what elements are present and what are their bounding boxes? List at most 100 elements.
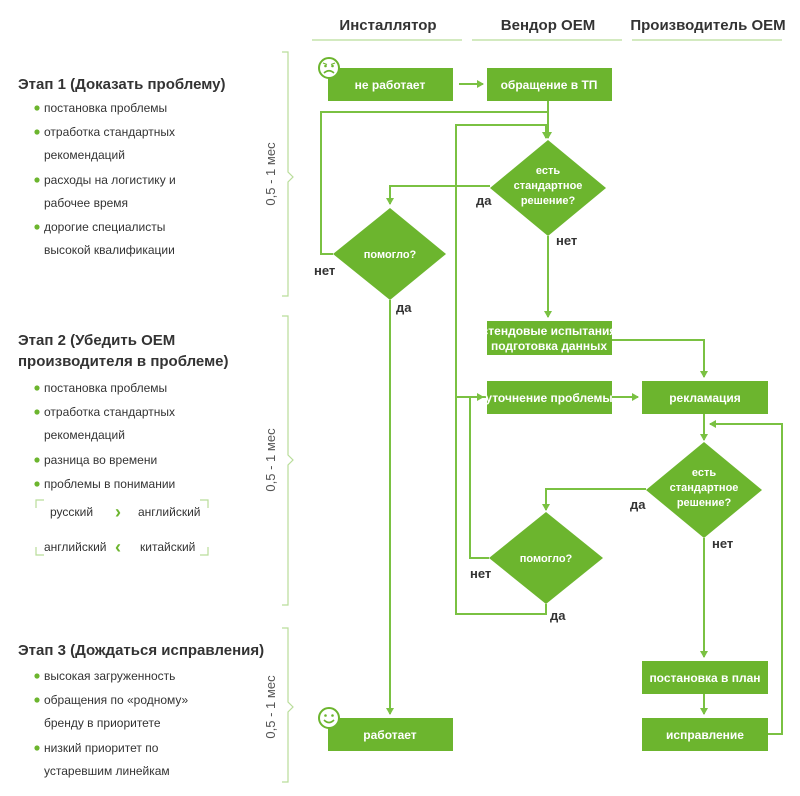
stage-1-bullet-3: расходы на логистику и xyxy=(44,173,176,187)
language-chinese: китайский xyxy=(140,540,195,554)
flow-arrow-bench-to-claim xyxy=(612,339,708,378)
node-working: работает xyxy=(328,718,453,751)
flow-nodes: не работает обращение в ТП есть стандарт… xyxy=(318,57,768,751)
bullet-dot xyxy=(34,177,40,183)
stage-3-duration: 0,5 - 1 мес xyxy=(263,675,278,739)
flow-arrow-std2-yes xyxy=(542,488,646,511)
bullet-dot xyxy=(34,745,40,751)
node-clarify: уточнение проблемы xyxy=(485,381,613,414)
node-not-working-label: не работает xyxy=(355,78,426,92)
stage-3-bracket xyxy=(282,627,294,783)
node-std-solution-1-line3: решение? xyxy=(521,195,576,207)
happy-face-icon xyxy=(318,707,340,729)
bullet-dot xyxy=(34,697,40,703)
node-plan-label: постановка в план xyxy=(649,671,760,685)
node-support-request: обращение в ТП xyxy=(487,68,612,101)
node-std-solution-2: есть стандартное решение? xyxy=(646,442,762,538)
node-bench-test: стендовые испытания подготовка данных xyxy=(482,321,617,355)
label-no-std1: нет xyxy=(556,233,577,248)
stage-2: Этап 2 (Убедить OEM производителя в проб… xyxy=(18,332,229,557)
node-claim: рекламация xyxy=(642,381,768,414)
stage-1-bullet-4: дорогие специалисты xyxy=(44,220,165,234)
stage-3-bullet-3: низкий приоритет по xyxy=(44,741,159,755)
bullet-dot xyxy=(34,673,40,679)
stage-2-bracket xyxy=(282,315,294,606)
stage-brackets: 0,5 - 1 мес 0,5 - 1 мес 0,5 - 1 мес xyxy=(263,51,294,783)
flow-arrow-std1-yes xyxy=(386,185,490,205)
stage-2-bullet-2: отработка стандартных xyxy=(44,405,175,419)
stage-1-bullet-3-cont: рабочее время xyxy=(44,196,128,210)
label-no-helped1: нет xyxy=(314,263,335,278)
stage-3-bullet-2: обращения по «родному» xyxy=(44,693,189,707)
node-std-solution-1: есть стандартное решение? xyxy=(490,140,606,236)
language-box-corner xyxy=(200,499,209,508)
node-working-label: работает xyxy=(363,728,417,742)
stage-1: Этап 1 (Доказать проблему) постановка пр… xyxy=(18,76,225,257)
node-helped-2: помогло? xyxy=(489,512,603,604)
flow-loop-fix xyxy=(709,420,783,735)
language-english: английский xyxy=(138,505,200,519)
node-support-request-label: обращение в ТП xyxy=(501,78,598,92)
flow-connectors xyxy=(320,80,783,735)
node-helped-2-label: помогло? xyxy=(520,553,573,565)
stage-3-title: Этап 3 (Дождаться исправления) xyxy=(18,642,264,659)
stage-2-bullet-4: проблемы в понимании xyxy=(44,477,175,491)
flow-loop-helped-1-no xyxy=(320,111,548,255)
node-clarify-label: уточнение проблемы xyxy=(485,391,612,405)
column-headers: Инсталлятор Вендор OEM Производитель OEM xyxy=(312,17,786,41)
bullet-dot xyxy=(34,105,40,111)
node-bench-test-line1: стендовые испытания xyxy=(482,324,617,338)
stage-2-title: Этап 2 (Убедить OEM xyxy=(18,332,175,349)
language-english-2: английский xyxy=(44,540,106,554)
language-box-corner xyxy=(35,499,44,508)
flow-loop-helped-2-yes xyxy=(455,397,547,615)
stage-2-duration: 0,5 - 1 мес xyxy=(263,428,278,492)
bullet-dot xyxy=(34,481,40,487)
stage-3-bullet-3-cont: устаревшим линейкам xyxy=(44,764,170,778)
bullet-dot xyxy=(34,385,40,391)
stage-1-bullet-2: отработка стандартных xyxy=(44,125,175,139)
label-yes-helped2: да xyxy=(550,608,566,623)
sad-face-icon xyxy=(318,57,340,79)
bullet-dot xyxy=(34,457,40,463)
label-no-helped2: нет xyxy=(470,566,491,581)
branch-labels: да нет нет да да нет нет да xyxy=(314,193,733,623)
label-no-std2: нет xyxy=(712,536,733,551)
node-claim-label: рекламация xyxy=(669,391,741,405)
column-header-manufacturer: Производитель OEM xyxy=(630,17,785,34)
node-helped-1-label: помогло? xyxy=(364,249,417,261)
label-yes-std2: да xyxy=(630,497,646,512)
column-header-installer: Инсталлятор xyxy=(339,17,436,34)
stage-2-bullet-1: постановка проблемы xyxy=(44,381,167,395)
stage-3: Этап 3 (Дождаться исправления) высокая з… xyxy=(18,642,264,778)
language-arrow-right-icon: › xyxy=(115,502,121,522)
node-plan: постановка в план xyxy=(642,661,768,694)
bullet-dot xyxy=(34,409,40,415)
language-box-corner xyxy=(200,547,209,556)
node-std-solution-1-line2: стандартное xyxy=(514,180,583,192)
stage-1-bullet-2-cont: рекомендаций xyxy=(44,148,125,162)
label-yes-std1: да xyxy=(476,193,492,208)
label-yes-helped1: да xyxy=(396,300,412,315)
stage-1-duration: 0,5 - 1 мес xyxy=(263,142,278,206)
node-std-solution-2-line2: стандартное xyxy=(670,482,739,494)
stage-1-title: Этап 1 (Доказать проблему) xyxy=(18,76,225,93)
stage-2-bullet-3: разница во времени xyxy=(44,453,157,467)
node-helped-1: помогло? xyxy=(333,208,446,300)
node-bench-test-line2: подготовка данных xyxy=(491,339,607,353)
flow-arrow-helped-2-no xyxy=(469,393,489,559)
stage-2-title-cont: производителя в проблеме) xyxy=(18,353,229,370)
language-box-corner xyxy=(35,547,44,556)
stage-3-bullet-2-cont: бренду в приоритете xyxy=(44,716,161,730)
language-arrow-left-icon: ‹ xyxy=(115,537,121,557)
flow-loop-clarify xyxy=(455,124,550,398)
column-header-vendor: Вендор OEM xyxy=(501,17,595,34)
node-std-solution-1-line1: есть xyxy=(536,165,560,177)
stage-1-bullet-4-cont: высокой квалификации xyxy=(44,243,175,257)
node-fix: исправление xyxy=(642,718,768,751)
node-fix-label: исправление xyxy=(666,728,744,742)
stage-3-bullet-1: высокая загруженность xyxy=(44,669,175,683)
stage-1-bracket xyxy=(282,51,294,297)
stage-2-bullet-2-cont: рекомендаций xyxy=(44,428,125,442)
